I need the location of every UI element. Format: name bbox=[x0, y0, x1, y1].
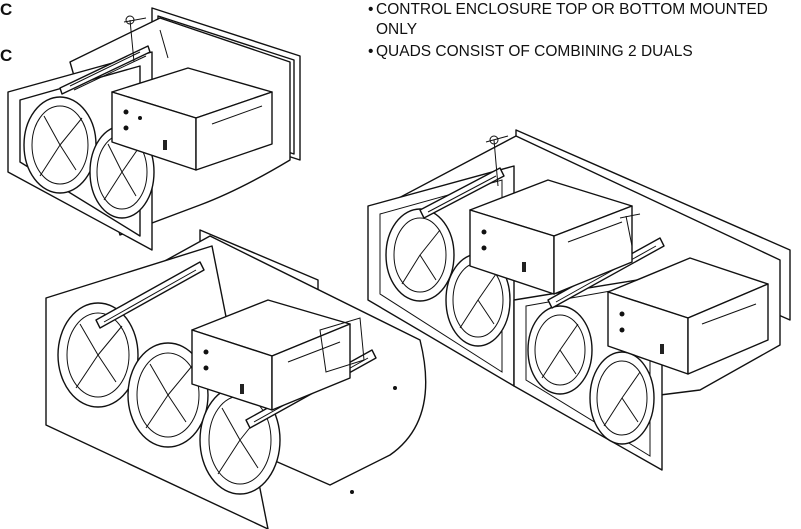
notes-list: • CONTROL ENCLOSURE TOP OR BOTTOM MOUNTE… bbox=[368, 0, 798, 62]
quad-enclosure-1-side bbox=[553, 205, 633, 295]
quad-fan-assembly bbox=[367, 129, 791, 471]
note-text: QUADS CONSIST OF COMBINING 2 DUALS bbox=[376, 43, 693, 60]
note-quads: • QUADS CONSIST OF COMBINING 2 DUALS bbox=[368, 42, 798, 62]
edge-label-top: C bbox=[0, 0, 13, 19]
dual-enclosure-side bbox=[195, 91, 273, 171]
bullet-icon: • bbox=[368, 1, 374, 18]
bullet-icon: • bbox=[368, 43, 374, 60]
edge-label-bottom: C bbox=[0, 46, 13, 65]
triple-fan-assembly bbox=[45, 229, 427, 529]
note-control-enclosure: • CONTROL ENCLOSURE TOP OR BOTTOM MOUNTE… bbox=[368, 0, 798, 40]
note-text: CONTROL ENCLOSURE TOP OR BOTTOM MOUNTED … bbox=[376, 1, 768, 38]
dual-fan-assembly bbox=[7, 7, 301, 251]
